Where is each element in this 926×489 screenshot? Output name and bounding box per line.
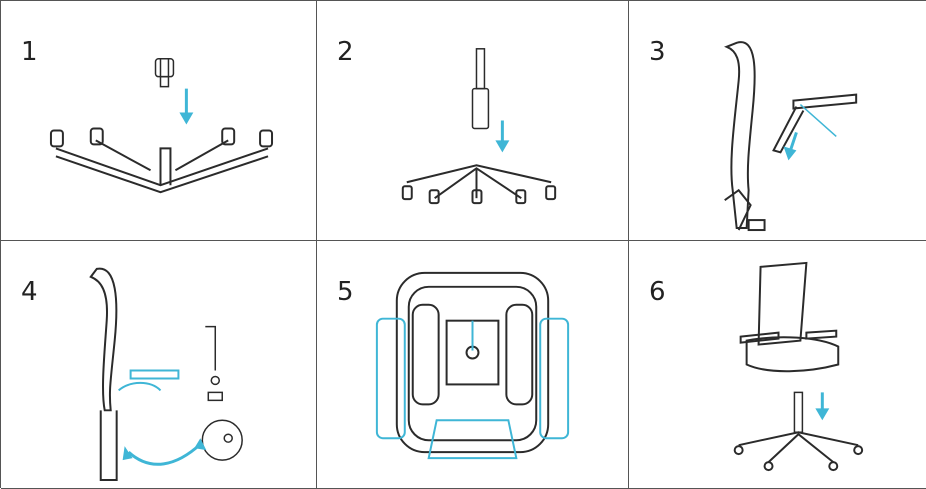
allen-key-icon: [205, 325, 223, 402]
step-5-illustration: [375, 271, 570, 460]
chair-base-icon: [401, 164, 557, 205]
seat-underside-icon: [395, 271, 550, 454]
armrest-icon: [118, 369, 180, 392]
backrest-frame-icon: [89, 267, 118, 482]
cylinder-top-icon: [154, 58, 175, 88]
step-5-panel: 5: [317, 241, 629, 489]
mechanism-plate-icon: [375, 317, 570, 460]
assembled-chair-icon: [739, 261, 840, 373]
down-arrow-icon: [815, 392, 830, 421]
step-4-illustration: [89, 267, 243, 482]
down-arrow-icon: [179, 88, 194, 125]
step-3-illustration: [724, 41, 858, 232]
step-2-number: 2: [337, 37, 354, 67]
step-1-illustration: [49, 58, 274, 194]
detail-callout-icon: [201, 419, 243, 461]
chair-base-icon: [733, 431, 864, 472]
step-6-number: 6: [649, 277, 666, 307]
gas-cylinder-icon: [793, 391, 804, 433]
step-3-number: 3: [649, 37, 666, 67]
step-6-illustration: [733, 261, 864, 472]
step-6-panel: 6: [629, 241, 926, 489]
connector-arrow-icon: [127, 443, 202, 466]
step-3-panel: 3: [629, 1, 926, 241]
step-1-panel: 1: [1, 1, 317, 241]
step-4-panel: 4: [1, 241, 317, 489]
step-2-illustration: [401, 48, 557, 205]
pointer-line: [799, 104, 837, 137]
gas-cylinder-icon: [471, 48, 490, 130]
chair-base-icon: [49, 127, 274, 194]
down-arrow-icon: [495, 120, 510, 153]
step-4-number: 4: [21, 277, 38, 307]
step-2-panel: 2: [317, 1, 629, 241]
backrest-frame-icon: [724, 41, 766, 232]
step-5-number: 5: [337, 277, 354, 307]
armrest-icon: [772, 93, 858, 154]
step-1-number: 1: [21, 37, 38, 67]
down-arrow-icon: [783, 131, 798, 161]
